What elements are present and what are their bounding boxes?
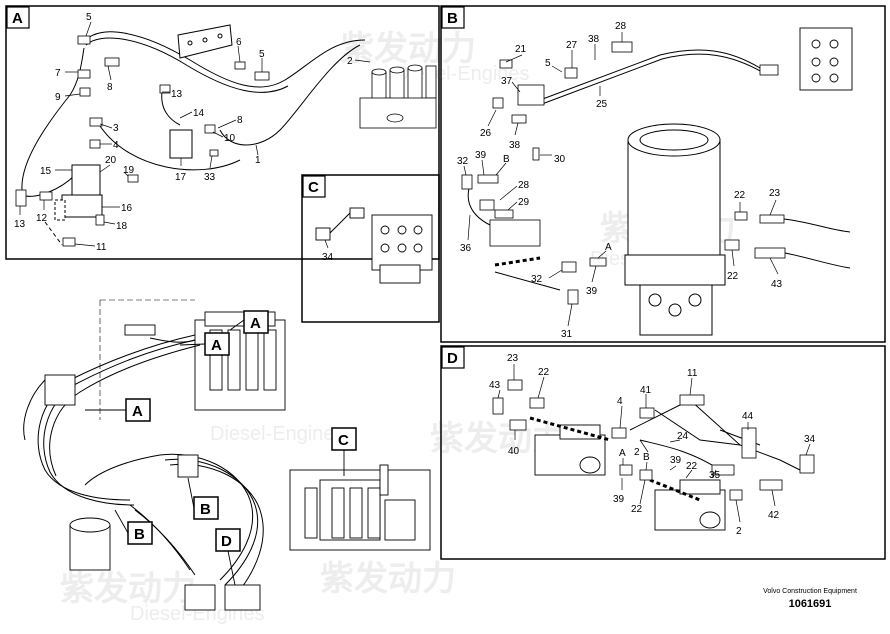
part-number: 5 [86,12,92,23]
callout-d: D [221,533,232,550]
callout-c: C [338,432,349,449]
panel-d: D 23 [440,345,886,560]
part-number: 31 [561,329,573,340]
part-number: 29 [518,197,530,208]
part-number: 28 [615,21,627,32]
watermark-brand: 紫发动力 [340,30,476,68]
part-number: 6 [236,37,242,48]
part-number: 18 [116,221,128,232]
document-footer: Volvo Construction Equipment 1061691 [750,588,870,610]
part-number: 27 [566,40,578,51]
part-number: 39 [475,150,487,161]
part-number: 32 [457,156,469,167]
part-number: 1 [255,155,261,166]
part-number: B [503,154,510,165]
watermark-sub: Diesel-Engines [210,423,345,445]
part-number: 23 [507,353,519,364]
part-number: 3 [113,123,119,134]
callout-a: A [250,315,261,332]
panel-c-letter: C [308,179,319,196]
part-number: 22 [631,504,643,515]
watermark-brand: 紫发动力 [320,560,456,598]
part-number: 41 [640,385,652,396]
part-number: 14 [193,108,205,119]
part-number: 23 [769,188,781,199]
part-number: 43 [489,380,501,391]
part-number: B [643,452,650,463]
part-number: 28 [518,180,530,191]
part-number: 2 [634,447,640,458]
part-number: 42 [768,510,780,521]
part-number: 40 [508,446,520,457]
part-number: 24 [677,431,689,442]
part-number: 33 [204,172,216,183]
part-number: 12 [36,213,48,224]
part-number: 37 [501,76,513,87]
part-number: 16 [121,203,133,214]
part-number: 21 [515,44,527,55]
part-number: 7 [55,68,61,79]
part-number: 44 [742,411,754,422]
part-number: 43 [771,279,783,290]
part-number: 35 [709,470,721,481]
part-number: 5 [259,49,265,60]
part-number: 10 [224,133,236,144]
part-number: 4 [113,140,119,151]
part-number: 39 [670,455,682,466]
part-number: 9 [55,92,61,103]
part-number: 17 [175,172,187,183]
callout-b: B [200,501,211,518]
panel-a-letter: A [12,10,23,27]
part-number: 19 [123,165,135,176]
callout-b: B [134,526,145,543]
watermark-layer: 紫发动力 Diesel-Engines 紫发动力 Diesel-Engines … [60,30,736,625]
part-number: 2 [736,526,742,537]
document-number: 1061691 [788,598,832,610]
company-name: Volvo Construction Equipment [763,588,857,595]
part-number: 38 [509,140,521,151]
part-number: 39 [586,286,598,297]
callout-a: A [211,337,222,354]
part-number: 22 [686,461,698,472]
part-number: 13 [14,219,26,230]
part-number: 22 [727,271,739,282]
part-number: 22 [734,190,746,201]
panel-b: B [440,5,886,343]
panel-d-letter: D [447,350,458,367]
callout-a: A [132,403,143,420]
part-number: 2 [347,56,353,67]
panel-d-labels: 23 22 43 41 11 4 44 40 24 34 2 A 39 [489,353,816,537]
part-number: A [619,448,626,459]
part-number: 32 [531,274,543,285]
part-number: 39 [613,494,625,505]
machine-overview: A A A C B B D [23,299,431,611]
part-number: 13 [171,89,183,100]
panel-a-labels: 5 6 5 7 8 9 13 14 3 4 8 10 1 2 [14,12,371,253]
panel-b-letter: B [447,10,458,27]
panel-a: A [5,5,440,260]
part-number: 34 [322,252,334,263]
part-number: 4 [617,396,623,407]
part-number: 22 [538,367,550,378]
part-number: 30 [554,154,566,165]
part-number: 34 [804,434,816,445]
part-number: 8 [107,82,113,93]
part-number: 15 [40,166,52,177]
part-number: 8 [237,115,243,126]
part-number: 36 [460,243,472,254]
part-number: 20 [105,155,117,166]
part-number: 11 [687,368,698,379]
part-number: 5 [545,58,551,69]
overview-callouts: A A A C B B D [85,310,357,586]
panel-b-labels: 28 21 27 38 37 5 25 26 38 30 32 39 B [457,21,783,340]
part-number: A [605,242,612,253]
part-number: 11 [96,242,107,253]
part-number: 38 [588,34,600,45]
part-number: 25 [596,99,608,110]
panel-c: C 34 [301,174,440,323]
part-number: 26 [480,128,492,139]
watermark-brand: 紫发动力 [60,570,196,608]
